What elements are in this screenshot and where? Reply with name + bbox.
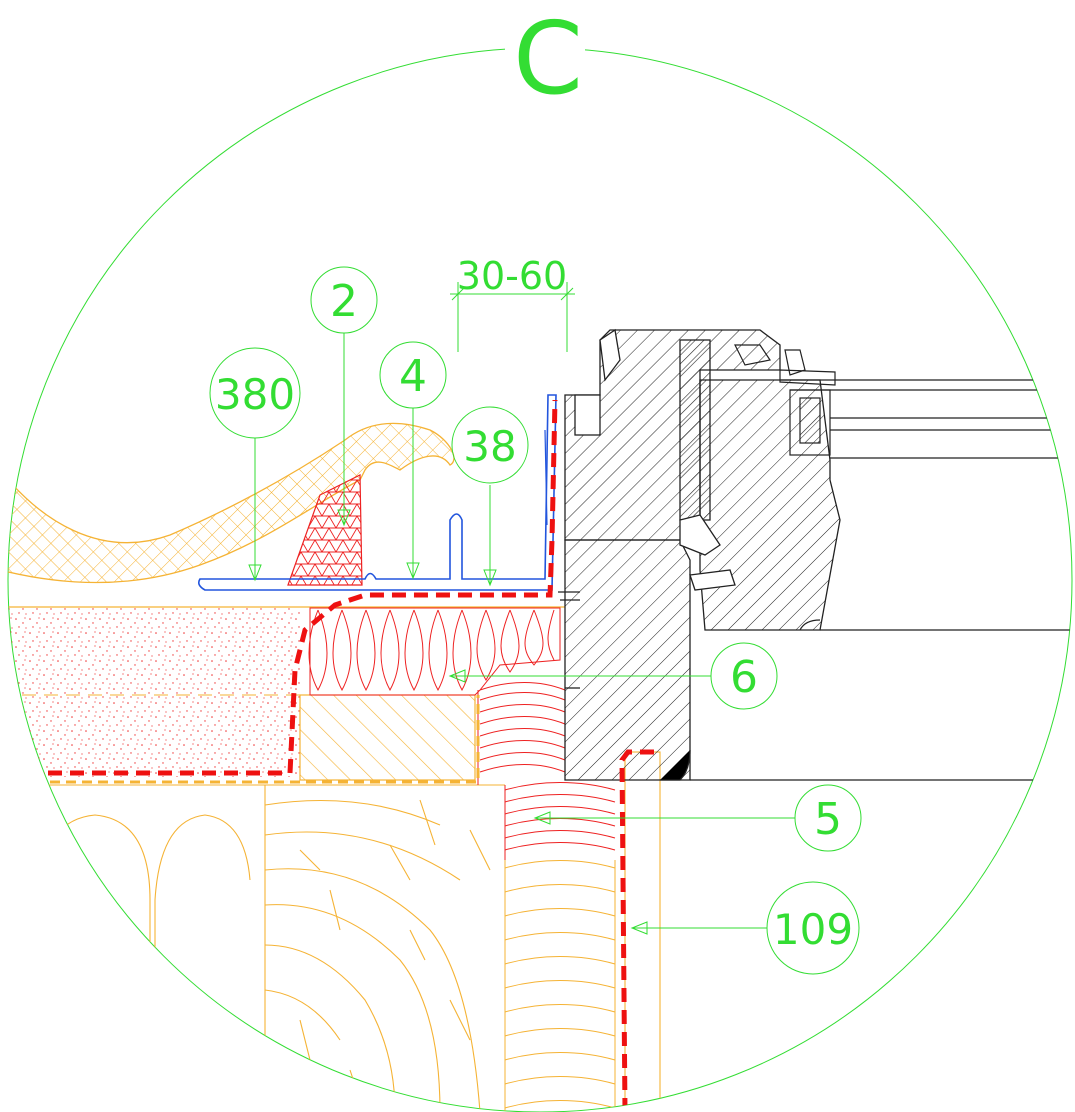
wall-insulation [504,860,616,1112]
dimension-label: 30-60 [457,254,567,298]
callout-38-label: 38 [463,422,516,471]
callout-109-label: 109 [773,905,853,954]
callout-4-label: 4 [399,351,427,402]
glazing-unit [734,344,1072,631]
vapour-control-line [50,695,480,784]
dimension-30-60 [450,282,575,352]
callout-380-label: 380 [215,370,295,419]
airtight-membrane-wall [619,749,655,1112]
flashing-380 [198,394,557,591]
detail-letter: C [513,0,583,117]
callout-6-label: 6 [730,652,758,703]
callout-6: 6 [710,642,778,710]
roof-tile [8,422,455,584]
timber-lintel [299,694,476,781]
callout-380: 380 [209,347,301,439]
callout-2-label: 2 [330,276,358,327]
callout-2: 2 [310,266,378,334]
detail-boundary-circle [7,47,1073,1112]
airtight-membrane [48,399,558,776]
timber-log [8,784,505,1112]
leaders [248,333,796,935]
callout-4: 4 [379,341,447,409]
callout-109: 109 [766,881,860,975]
wall-render [8,607,300,777]
callout-5: 5 [794,784,862,852]
callout-5-label: 5 [814,794,842,845]
insulation-6 [308,607,561,696]
callout-38: 38 [451,406,529,484]
